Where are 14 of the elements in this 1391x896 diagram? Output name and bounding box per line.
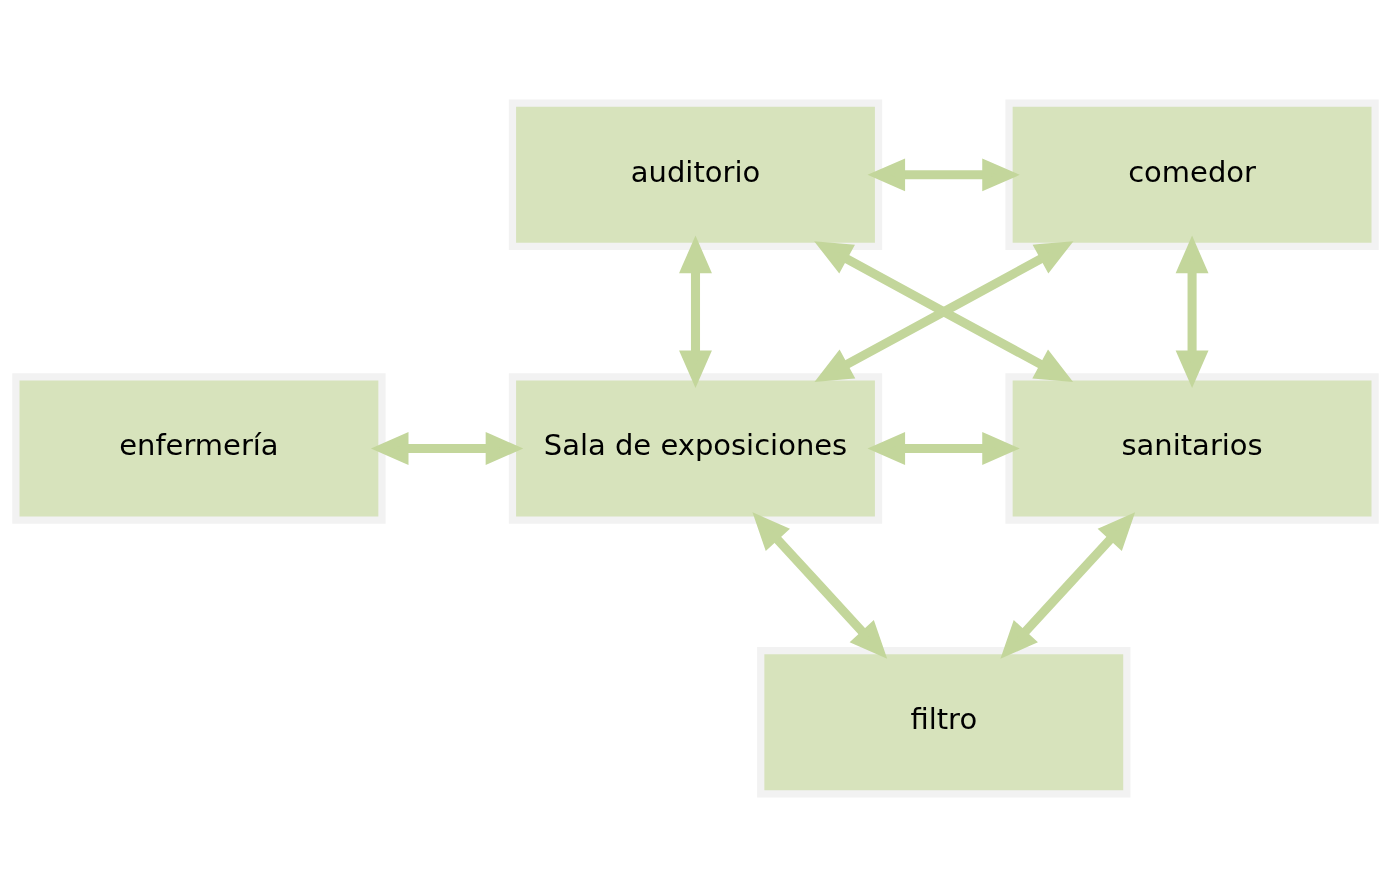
node-box: Sala de exposiciones [508,372,883,524]
arrow [370,431,524,465]
arrow [867,157,1020,191]
arrow [1000,511,1136,659]
node-box: comedor [1005,99,1379,250]
node-box: auditorio [508,99,883,250]
node-box: filtro [757,646,1131,797]
arrow [1175,235,1209,388]
node-box: enfermería [12,372,386,524]
node-box: sanitarios [1005,372,1379,524]
arrow [867,431,1020,465]
arrow [679,235,712,388]
arrow [814,240,1074,382]
arrow [752,511,888,659]
